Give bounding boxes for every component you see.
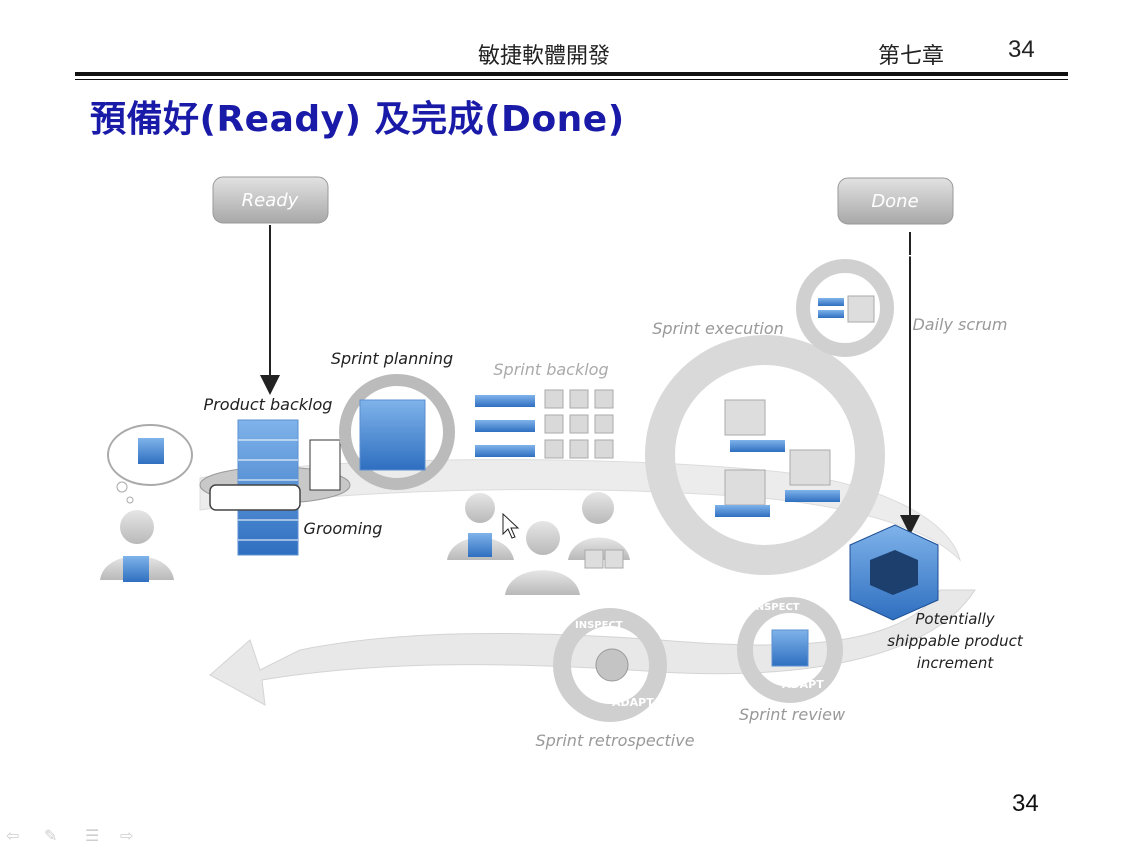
sprint-backlog-grid [475,389,614,459]
review-adapt-label: ADAPT [782,678,824,691]
sprint-review-label: Sprint review [739,705,846,724]
retro-inspect-label: INSPECT [575,620,623,631]
main-cycle-arc [209,589,976,706]
header-page-number: 34 [1008,36,1035,63]
product-owner-figure [100,424,193,582]
product-backlog-stack [199,419,351,556]
retro-adapt-label: ADAPT [612,696,654,709]
shippable-label-1: Potentially [915,610,995,628]
header-rule [75,72,1068,76]
footer-page-number: 34 [1012,790,1039,817]
header-rule-thin [75,79,1068,80]
review-inspect-label: INSPECT [752,602,800,613]
sprint-execution-cycle [645,335,885,575]
grooming-label: Grooming [304,519,383,538]
menu-icon[interactable]: ☰ [85,826,100,845]
scrum-team-figures [447,492,630,595]
product-backlog-label: Product backlog [204,395,333,414]
sprint-backlog-label: Sprint backlog [493,360,608,379]
daily-inspect-label: INSPECT [868,254,916,265]
ready-pill: Ready [212,176,329,224]
sprint-retrospective-label: Sprint retrospective [535,731,694,750]
sprint-execution-label: Sprint execution [652,319,784,338]
prev-icon[interactable]: ⇦ [6,826,20,845]
sprint-planning-cycle [339,374,455,490]
done-pill: Done [837,177,954,225]
mouse-cursor-icon [502,512,520,539]
slide-title: 預備好(Ready) 及完成(Done) [90,99,625,140]
sprint-retrospective-cycle: INSPECT ADAPT [553,608,667,722]
ready-label: Ready [242,190,299,211]
shippable-label-2: shippable product [887,632,1024,650]
header-course-title: 敏捷軟體開發 [478,44,611,69]
pen-icon[interactable]: ✎ [44,826,58,845]
daily-scrum-cycle: INSPECT [796,254,916,357]
sprint-planning-label: Sprint planning [331,349,453,368]
next-icon[interactable]: ⇨ [120,826,134,845]
done-label: Done [871,191,918,212]
shippable-increment-cube [849,524,939,621]
sprint-review-cycle: INSPECT ADAPT [737,597,843,703]
header-chapter: 第七章 [878,44,945,69]
daily-scrum-label: Daily scrum [912,315,1007,334]
shippable-label-3: increment [917,654,995,672]
